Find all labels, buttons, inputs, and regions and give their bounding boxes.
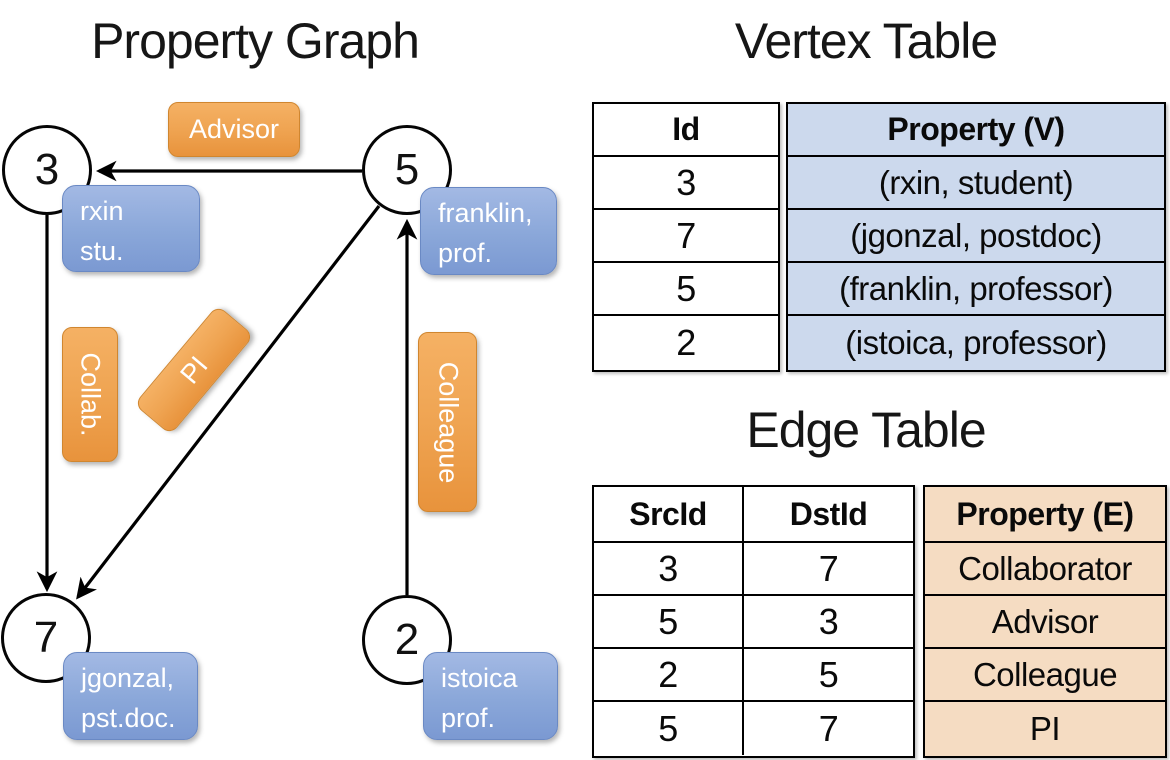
edge-line-pi-5-to-7: [76, 205, 381, 600]
table-row: Colleague: [925, 649, 1165, 702]
vertex-property-line: franklin,: [438, 198, 533, 228]
graph-edges-layer: [36, 160, 418, 600]
edge-dst-cell: 7: [818, 707, 839, 749]
edge-table-title: Edge Table: [746, 402, 986, 458]
vertex-property-box-jgonzal: jgonzal, pst.doc.: [63, 652, 198, 740]
node-id-label: 5: [394, 145, 420, 194]
vertex-id-cell: 3: [676, 161, 696, 203]
edge-src-cell: 2: [594, 649, 744, 700]
table-row: 2: [594, 316, 778, 369]
table-row: 5 7: [594, 702, 913, 755]
edge-src-cell: 5: [594, 596, 744, 647]
edge-label-advisor: Advisor: [168, 102, 300, 157]
vertex-property-cell: (istoica, professor): [845, 323, 1107, 361]
vertex-table-id-column: Id 3 7 5 2: [592, 102, 780, 372]
table-row: 7: [594, 210, 778, 263]
edge-table-src-dst-columns: SrcId DstId 3 7 5 3 2 5 5 7: [592, 485, 915, 758]
vertex-id-cell: 7: [676, 214, 696, 256]
edge-label-text: PI: [173, 350, 214, 390]
vertex-property-cell: (franklin, professor): [839, 269, 1113, 307]
table-row: PI: [925, 702, 1165, 755]
vertex-property-box-rxin: rxin stu.: [62, 185, 200, 272]
table-row: (franklin, professor): [788, 263, 1164, 316]
vertex-property-cell: (rxin, student): [878, 163, 1074, 201]
vertex-property-line: stu.: [80, 236, 124, 266]
table-row: Collaborator: [925, 543, 1165, 596]
table-row: (jgonzal, postdoc): [788, 210, 1164, 263]
table-header-row: Id: [594, 104, 778, 157]
node-id-label: 7: [33, 613, 59, 662]
edge-dst-cell: 7: [818, 547, 839, 589]
vertex-property-line: prof.: [441, 703, 496, 733]
vertex-property-box-franklin: franklin, prof.: [420, 187, 557, 275]
node-id-label: 3: [34, 145, 60, 194]
table-header-row: SrcId DstId: [594, 487, 913, 543]
edge-table-header-srcid: SrcId: [594, 487, 744, 541]
vertex-table-title: Vertex Table: [734, 13, 998, 69]
table-row: (istoica, professor): [788, 316, 1164, 369]
edge-label-text: Advisor: [188, 114, 280, 144]
vertex-property-box-istoica: istoica prof.: [423, 652, 558, 740]
edge-label-text: Colleague: [433, 361, 463, 483]
property-graph-title: Property Graph: [91, 13, 420, 69]
edge-label-text: Collab.: [75, 352, 106, 437]
vertex-table-header-id: Id: [672, 111, 700, 147]
edge-table-header-property: Property (E): [956, 495, 1134, 532]
edge-property-cell: PI: [1029, 709, 1061, 747]
vertex-property-line: rxin: [80, 196, 124, 226]
edge-property-cell: Collaborator: [958, 549, 1132, 587]
table-row: 2 5: [594, 649, 913, 702]
edge-dst-cell: 5: [818, 653, 839, 695]
edge-label-colleague: Colleague: [418, 332, 477, 512]
vertex-property-cell: (jgonzal, postdoc): [850, 216, 1102, 254]
graph-node-2: 2: [362, 595, 452, 685]
vertex-table-property-column: Property (V) (rxin, student) (jgonzal, p…: [786, 102, 1166, 372]
table-row: (rxin, student): [788, 157, 1164, 210]
table-row: 3: [594, 157, 778, 210]
edge-label-collab: Collab.: [62, 327, 118, 462]
vertex-property-line: istoica: [441, 663, 518, 693]
vertex-property-line: prof.: [438, 238, 493, 268]
table-row: 3 7: [594, 543, 913, 596]
graph-node-5: 5: [362, 125, 452, 215]
edge-table-property-column: Property (E) Collaborator Advisor Collea…: [923, 485, 1167, 758]
vertex-property-line: pst.doc.: [81, 703, 176, 733]
table-row: 5: [594, 263, 778, 316]
vertex-id-cell: 2: [676, 321, 696, 363]
edge-src-cell: 5: [594, 702, 744, 755]
node-id-label: 2: [394, 615, 420, 664]
edge-dst-cell: 3: [818, 600, 839, 642]
table-row: Advisor: [925, 596, 1165, 649]
edge-property-cell: Colleague: [972, 655, 1118, 693]
table-header-row: Property (V): [788, 104, 1164, 157]
edge-table-header-dstid: DstId: [789, 495, 868, 532]
vertex-id-cell: 5: [676, 267, 696, 309]
table-header-row: Property (E): [925, 487, 1165, 543]
vertex-table-header-property: Property (V): [887, 111, 1065, 147]
table-row: 5 3: [594, 596, 913, 649]
edge-src-cell: 3: [594, 543, 744, 594]
edge-property-cell: Advisor: [991, 602, 1099, 640]
vertex-property-line: jgonzal,: [81, 663, 175, 693]
